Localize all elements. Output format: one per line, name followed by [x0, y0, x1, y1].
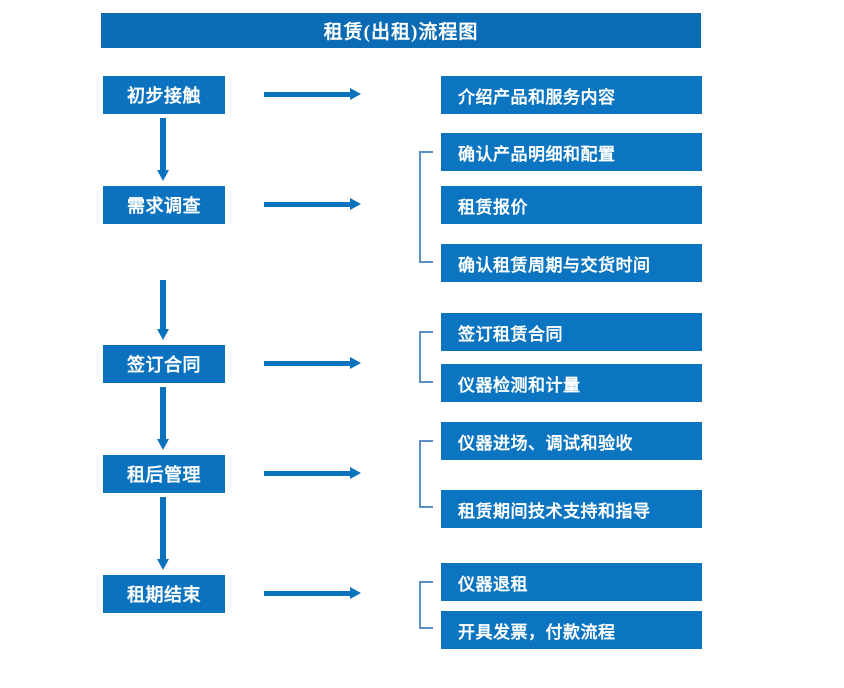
detail-label: 仪器进场、调试和验收: [458, 433, 633, 453]
detail-label: 确认产品明细和配置: [458, 144, 616, 164]
stage-label: 初步接触: [127, 86, 201, 106]
arrow-head: [157, 329, 169, 340]
stage-box-2[interactable]: 需求调查: [103, 186, 225, 224]
detail-box-9[interactable]: 仪器退租: [441, 563, 702, 601]
arrow-shaft: [264, 202, 352, 207]
detail-box-10[interactable]: 开具发票，付款流程: [441, 611, 702, 649]
detail-label: 介绍产品和服务内容: [458, 87, 616, 107]
down-arrow-icon-2: [157, 280, 169, 340]
right-arrow-icon-1: [264, 88, 361, 100]
detail-box-5[interactable]: 签订租赁合同: [441, 313, 702, 351]
down-arrow-icon-3: [157, 387, 169, 450]
stage-label: 租后管理: [127, 465, 201, 485]
stage-label: 签订合同: [127, 355, 201, 375]
detail-label: 确认租赁周期与交货时间: [458, 255, 651, 275]
arrow-head: [157, 170, 169, 181]
detail-label: 租赁报价: [458, 197, 528, 217]
arrow-head: [350, 467, 361, 479]
arrow-shaft: [264, 92, 352, 97]
detail-box-2[interactable]: 确认产品明细和配置: [441, 133, 702, 171]
arrow-shaft: [264, 471, 352, 476]
arrow-shaft: [160, 118, 166, 170]
arrow-head: [350, 587, 361, 599]
detail-label: 租赁期间技术支持和指导: [458, 501, 651, 521]
right-arrow-icon-4: [264, 467, 361, 479]
arrow-shaft: [160, 387, 166, 439]
group-bracket-4: [419, 581, 433, 629]
right-arrow-icon-5: [264, 587, 361, 599]
arrow-head: [157, 559, 169, 570]
group-bracket-3: [419, 440, 433, 508]
stage-box-3[interactable]: 签订合同: [103, 345, 225, 383]
arrow-shaft: [160, 280, 166, 329]
stage-box-1[interactable]: 初步接触: [103, 76, 225, 114]
detail-box-6[interactable]: 仪器检测和计量: [441, 364, 702, 402]
arrow-head: [350, 198, 361, 210]
arrow-head: [157, 439, 169, 450]
arrow-shaft: [264, 591, 352, 596]
right-arrow-icon-3: [264, 357, 361, 369]
stage-box-4[interactable]: 租后管理: [103, 455, 225, 493]
detail-label: 仪器退租: [458, 574, 528, 594]
detail-box-1[interactable]: 介绍产品和服务内容: [441, 76, 702, 114]
detail-box-7[interactable]: 仪器进场、调试和验收: [441, 422, 702, 460]
right-arrow-icon-2: [264, 198, 361, 210]
detail-label: 开具发票，付款流程: [458, 622, 616, 642]
group-bracket-1: [419, 151, 433, 263]
detail-box-8[interactable]: 租赁期间技术支持和指导: [441, 490, 702, 528]
detail-label: 仪器检测和计量: [458, 375, 581, 395]
detail-box-4[interactable]: 确认租赁周期与交货时间: [441, 244, 702, 282]
detail-box-3[interactable]: 租赁报价: [441, 186, 702, 224]
stage-box-5[interactable]: 租期结束: [103, 575, 225, 613]
arrow-shaft: [160, 497, 166, 559]
group-bracket-2: [419, 331, 433, 383]
down-arrow-icon-1: [157, 118, 169, 181]
down-arrow-icon-4: [157, 497, 169, 570]
detail-label: 签订租赁合同: [458, 324, 563, 344]
page-title: 租赁(出租)流程图: [101, 13, 701, 48]
arrow-shaft: [264, 361, 352, 366]
stage-label: 租期结束: [127, 585, 201, 605]
arrow-head: [350, 357, 361, 369]
arrow-head: [350, 88, 361, 100]
stage-label: 需求调查: [127, 196, 201, 216]
